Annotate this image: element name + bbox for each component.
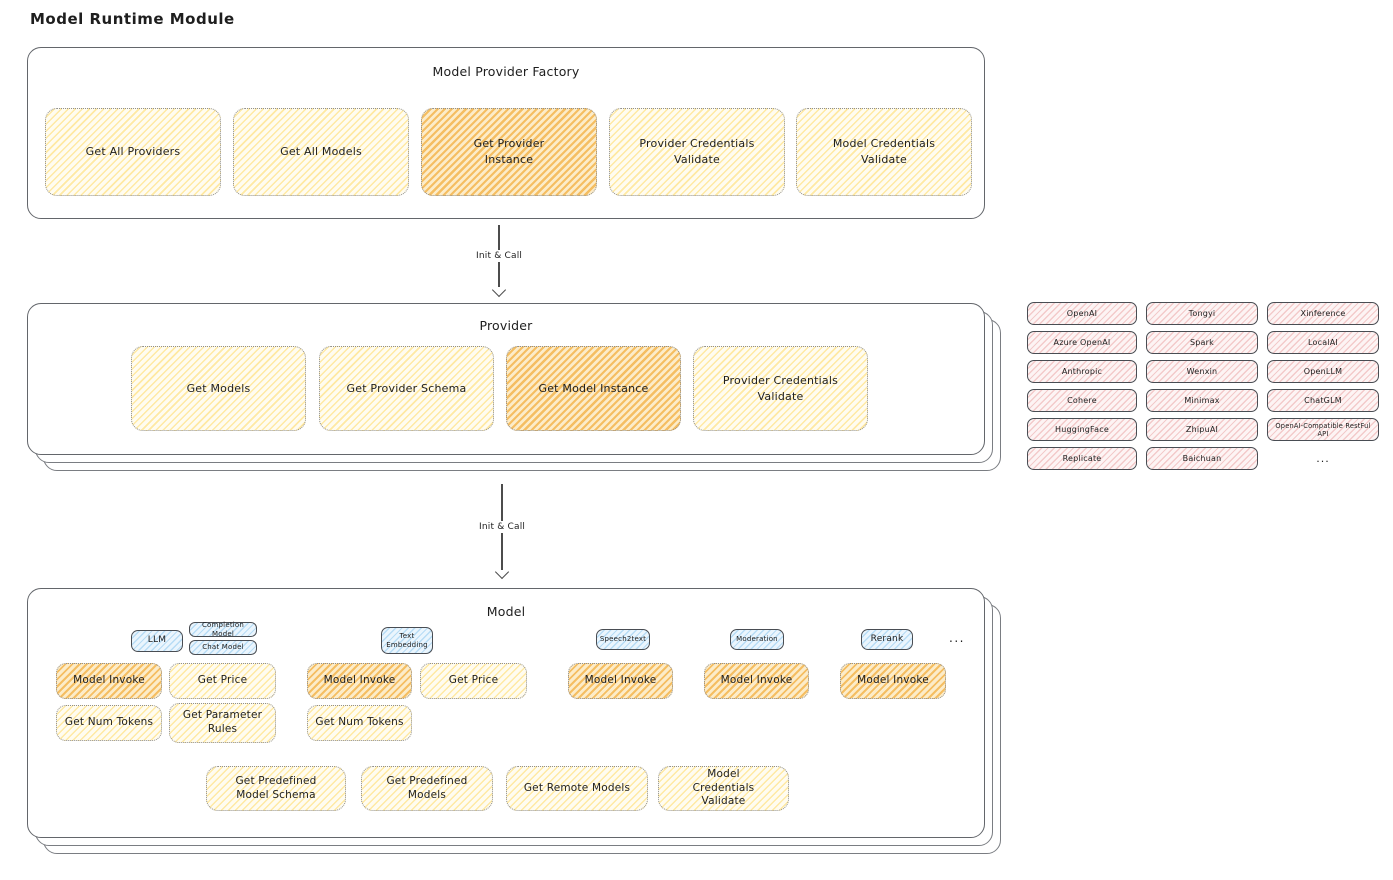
model-box: Model LLM Completion Model Chat Model Te…: [27, 588, 985, 838]
arrow-label-init-call-1: Init & Call: [471, 250, 528, 262]
provider-box: Provider Get Models Get Provider Schema …: [27, 303, 985, 455]
llm-get-parameter-rules: Get Parameter Rules: [169, 703, 276, 743]
llm-get-num-tokens: Get Num Tokens: [56, 705, 162, 741]
provider-chip-cohere: Cohere: [1027, 389, 1137, 412]
provider-chip-baichuan: Baichuan: [1146, 447, 1258, 470]
page-title: Model Runtime Module: [30, 10, 235, 28]
factory-button-get-all-models: Get All Models: [233, 108, 409, 196]
factory-button-model-credentials-validate: Model Credentials Validate: [796, 108, 972, 196]
rerank-model-invoke: Model Invoke: [840, 663, 946, 699]
provider-button-provider-credentials-validate: Provider Credentials Validate: [693, 346, 868, 431]
arrow-label-init-call-2: Init & Call: [474, 521, 531, 533]
llm-model-invoke: Model Invoke: [56, 663, 162, 699]
speech2text-model-invoke: Model Invoke: [568, 663, 673, 699]
provider-chip-tongyi: Tongyi: [1146, 302, 1258, 325]
tab-chat-model: Chat Model: [189, 640, 257, 655]
model-model-credentials-validate: Model Credentials Validate: [658, 766, 789, 811]
model-get-predefined-models: Get Predefined Models: [361, 766, 493, 811]
arrowhead-provider-to-model-icon: [494, 564, 510, 580]
provider-chip-replicate: Replicate: [1027, 447, 1137, 470]
provider-grid-ellipsis: ...: [1316, 452, 1330, 465]
embedding-get-num-tokens: Get Num Tokens: [307, 705, 412, 741]
provider-name-grid: OpenAI Tongyi Xinference Azure OpenAI Sp…: [1027, 302, 1379, 470]
provider-chip-azure-openai: Azure OpenAI: [1027, 331, 1137, 354]
tab-rerank: Rerank: [861, 629, 913, 650]
provider-button-get-model-instance: Get Model Instance: [506, 346, 681, 431]
provider-button-get-provider-schema: Get Provider Schema: [319, 346, 494, 431]
provider-chip-spark: Spark: [1146, 331, 1258, 354]
embedding-model-invoke: Model Invoke: [307, 663, 412, 699]
model-get-predefined-model-schema: Get Predefined Model Schema: [206, 766, 346, 811]
provider-box-title: Provider: [479, 318, 533, 333]
tab-text-embedding: Text Embedding: [381, 627, 433, 654]
provider-chip-openllm: OpenLLM: [1267, 360, 1379, 383]
provider-chip-openai-compatible-restful-api: OpenAI-Compatible RestFul API: [1267, 418, 1379, 441]
provider-chip-chatglm: ChatGLM: [1267, 389, 1379, 412]
moderation-model-invoke: Model Invoke: [704, 663, 809, 699]
provider-chip-zhipuai: ZhipuAI: [1146, 418, 1258, 441]
factory-button-provider-credentials-validate: Provider Credentials Validate: [609, 108, 785, 196]
embedding-get-price: Get Price: [420, 663, 527, 699]
factory-box: Model Provider Factory Get All Providers…: [27, 47, 985, 219]
provider-chip-openai: OpenAI: [1027, 302, 1137, 325]
model-get-remote-models: Get Remote Models: [506, 766, 648, 811]
llm-get-price: Get Price: [169, 663, 276, 699]
factory-box-title: Model Provider Factory: [432, 64, 580, 79]
tab-moderation: Moderation: [730, 629, 784, 650]
provider-chip-xinference: Xinference: [1267, 302, 1379, 325]
tab-completion-model: Completion Model: [189, 621, 257, 638]
provider-chip-localai: LocalAI: [1267, 331, 1379, 354]
tab-llm: LLM: [131, 630, 183, 652]
provider-chip-anthropic: Anthropic: [1027, 360, 1137, 383]
model-box-title: Model: [486, 604, 526, 619]
tab-speech2text: Speech2text: [596, 629, 650, 650]
factory-button-get-provider-instance: Get Provider Instance: [421, 108, 597, 196]
model-tabs-ellipsis: ...: [949, 631, 965, 645]
arrowhead-factory-to-provider-icon: [491, 282, 507, 298]
provider-chip-huggingface: HuggingFace: [1027, 418, 1137, 441]
provider-chip-minimax: Minimax: [1146, 389, 1258, 412]
provider-chip-wenxin: Wenxin: [1146, 360, 1258, 383]
factory-button-get-all-providers: Get All Providers: [45, 108, 221, 196]
provider-button-get-models: Get Models: [131, 346, 306, 431]
